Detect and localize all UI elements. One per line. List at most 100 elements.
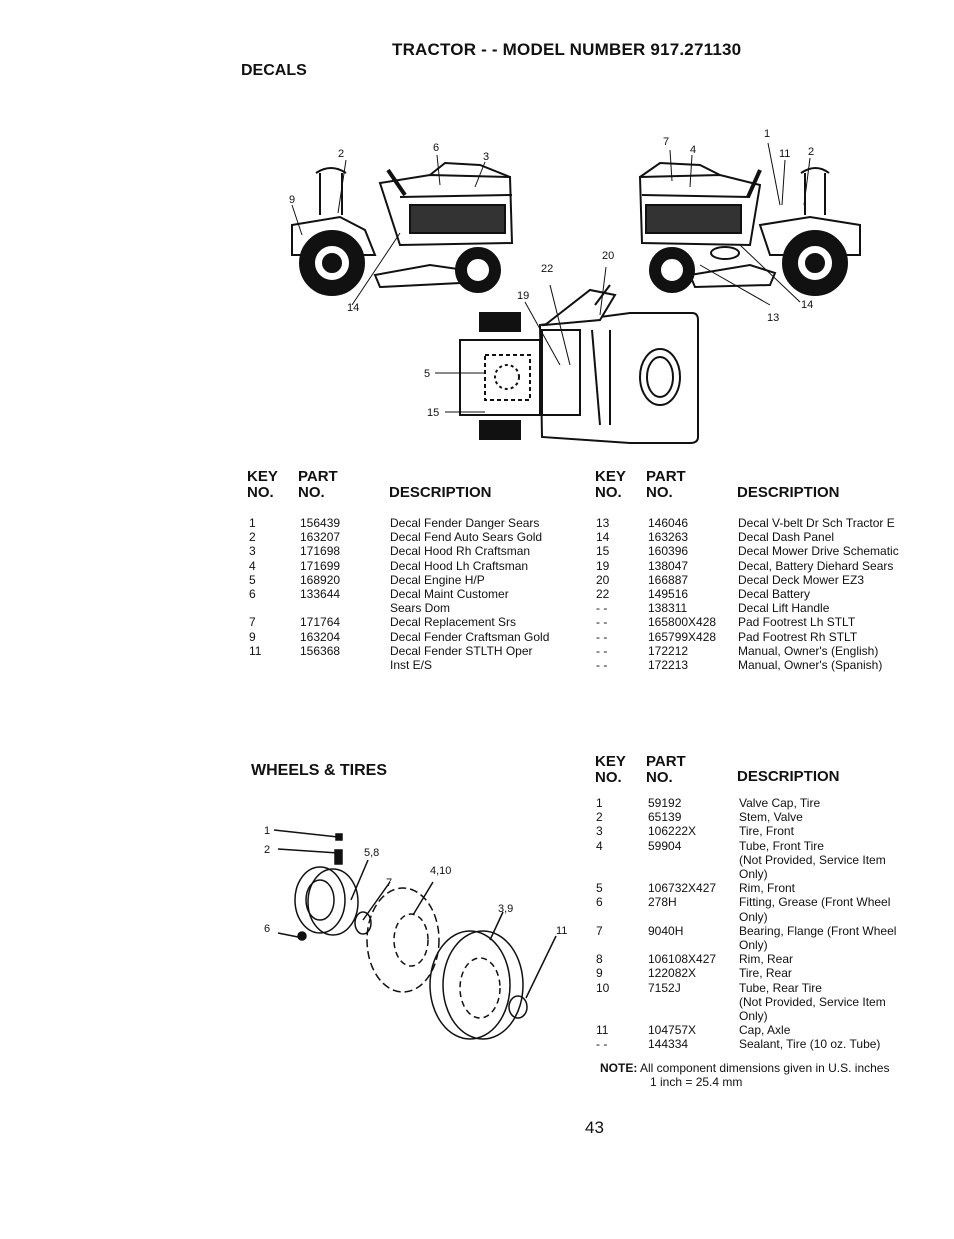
part-cell: 59904 xyxy=(648,838,682,853)
key-cell: 11 xyxy=(596,1023,609,1038)
key-cell: 10 xyxy=(596,980,610,995)
description-cell: (Not Provided, Service Item xyxy=(739,994,886,1009)
key-cell: 9 xyxy=(596,966,603,981)
callout-label: 6 xyxy=(264,923,270,935)
part-cell: 146046 xyxy=(648,516,689,530)
key-cell: 2 xyxy=(249,530,256,545)
key-cell: 6 xyxy=(596,895,603,910)
key-cell: 7 xyxy=(249,615,256,630)
callout-label: 3,9 xyxy=(498,903,513,915)
description-cell: Tube, Front Tire xyxy=(739,838,824,853)
key-cell: 2 xyxy=(596,810,603,825)
part-cell: 172212 xyxy=(648,643,689,658)
callout-label: 14 xyxy=(801,299,813,311)
note: NOTE: All component dimensions given in … xyxy=(600,1061,889,1075)
part-cell: 163204 xyxy=(300,629,341,644)
description-cell: Decal Hood Lh Craftsman xyxy=(390,558,529,573)
decals-section-title: DECALS xyxy=(241,62,307,79)
part-cell: 163207 xyxy=(300,530,341,545)
part-cell: 171764 xyxy=(300,615,341,630)
key-cell: - - xyxy=(596,1037,608,1052)
description-cell: Only) xyxy=(739,867,768,881)
key-cell: 8 xyxy=(596,952,603,967)
wheels-diagram: 1 2 5,8 4,10 7 3,9 11 6 xyxy=(264,825,567,1040)
description-cell: Decal Fender Craftsman Gold xyxy=(390,629,550,644)
description-cell: Tire, Rear xyxy=(739,966,792,981)
part-cell: 278H xyxy=(648,895,677,910)
description-cell: Cap, Axle xyxy=(739,1023,791,1038)
callout-label: 20 xyxy=(602,250,614,262)
key-cell: 15 xyxy=(596,544,610,559)
description-cell: Manual, Owner's (Spanish) xyxy=(738,658,883,672)
description-cell: Stem, Valve xyxy=(739,810,803,825)
key-cell: 11 xyxy=(249,643,262,658)
part-cell: 168920 xyxy=(300,572,341,587)
key-cell: 5 xyxy=(249,572,256,587)
callout-label: 6 xyxy=(433,142,439,154)
part-cell: 163263 xyxy=(648,530,689,545)
description-cell: Only) xyxy=(739,909,768,924)
description-cell: Tube, Rear Tire xyxy=(739,980,822,995)
callout-label: 7 xyxy=(663,136,669,148)
callout-label: 2 xyxy=(338,148,344,160)
part-cell: 144334 xyxy=(648,1037,689,1052)
note-conversion: 1 inch = 25.4 mm xyxy=(650,1075,743,1089)
note-label: NOTE: xyxy=(600,1061,638,1075)
callout-label: 19 xyxy=(517,290,529,302)
key-cell: 3 xyxy=(596,824,603,839)
description-cell: Decal Fender Danger Sears xyxy=(390,516,540,530)
description-cell: Decal Replacement Srs xyxy=(390,615,517,630)
key-header: KEY NO. xyxy=(595,468,626,501)
description-cell: Rim, Rear xyxy=(739,952,794,967)
page-title: TRACTOR - - MODEL NUMBER 917.271130 xyxy=(392,40,742,59)
callout-label: 4,10 xyxy=(430,865,451,877)
description-header: DESCRIPTION xyxy=(737,768,840,785)
key-cell: 7 xyxy=(596,923,603,938)
description-cell: Fitting, Grease (Front Wheel xyxy=(739,895,891,910)
description-header: DESCRIPTION xyxy=(389,484,492,501)
description-cell: Rim, Front xyxy=(739,881,796,896)
description-cell: Sealant, Tire (10 oz. Tube) xyxy=(739,1037,881,1052)
callout-label: 2 xyxy=(264,844,270,856)
part-cell: 149516 xyxy=(648,587,689,601)
description-cell: Only) xyxy=(739,938,768,952)
part-cell: 106222X xyxy=(648,824,697,839)
part-cell: 59192 xyxy=(648,796,682,810)
page-number: 43 xyxy=(585,1118,604,1137)
description-cell: Decal Fend Auto Sears Gold xyxy=(390,530,543,545)
key-cell: 5 xyxy=(596,881,603,896)
description-cell: Decal Mower Drive Schematic xyxy=(738,544,899,559)
key-cell: 20 xyxy=(596,572,610,587)
callout-label: 3 xyxy=(483,151,489,163)
part-cell: 172213 xyxy=(648,658,689,672)
description-cell: Decal Lift Handle xyxy=(738,601,830,616)
part-cell: 166887 xyxy=(648,572,689,587)
key-cell: 19 xyxy=(596,558,610,573)
description-cell: (Not Provided, Service Item xyxy=(739,852,886,867)
description-cell: Sears Dom xyxy=(390,601,451,616)
description-cell: Decal Hood Rh Craftsman xyxy=(390,544,531,559)
part-header: PART NO. xyxy=(646,468,686,501)
callout-label: 1 xyxy=(264,825,270,837)
part-cell: 138047 xyxy=(648,558,689,573)
wheels-section-title: WHEELS & TIRES xyxy=(251,762,388,779)
key-cell: - - xyxy=(596,601,608,616)
description-header: DESCRIPTION xyxy=(737,484,840,501)
part-cell: 7152J xyxy=(648,980,681,995)
decals-diagram: 2 6 3 9 14 7 4 1 11 2 22 20 19 14 13 5 1… xyxy=(289,128,861,444)
description-cell: Decal Fender STLTH Oper xyxy=(390,643,533,658)
part-cell: 156368 xyxy=(300,643,341,658)
decal-leader-lines xyxy=(291,142,811,413)
callout-label: 13 xyxy=(767,312,779,324)
right-tractor-drawing xyxy=(638,161,861,296)
callout-label: 2 xyxy=(808,146,814,158)
part-cell: 165799X428 xyxy=(648,629,717,644)
key-cell: 4 xyxy=(596,838,603,853)
description-cell: Decal Deck Mower EZ3 xyxy=(738,572,865,587)
wheels-drawing xyxy=(273,829,557,1040)
description-cell: Bearing, Flange (Front Wheel xyxy=(739,923,897,938)
key-cell: - - xyxy=(596,643,608,658)
key-cell: 13 xyxy=(596,516,610,530)
part-cell: 138311 xyxy=(648,601,688,616)
key-cell: - - xyxy=(596,629,608,644)
